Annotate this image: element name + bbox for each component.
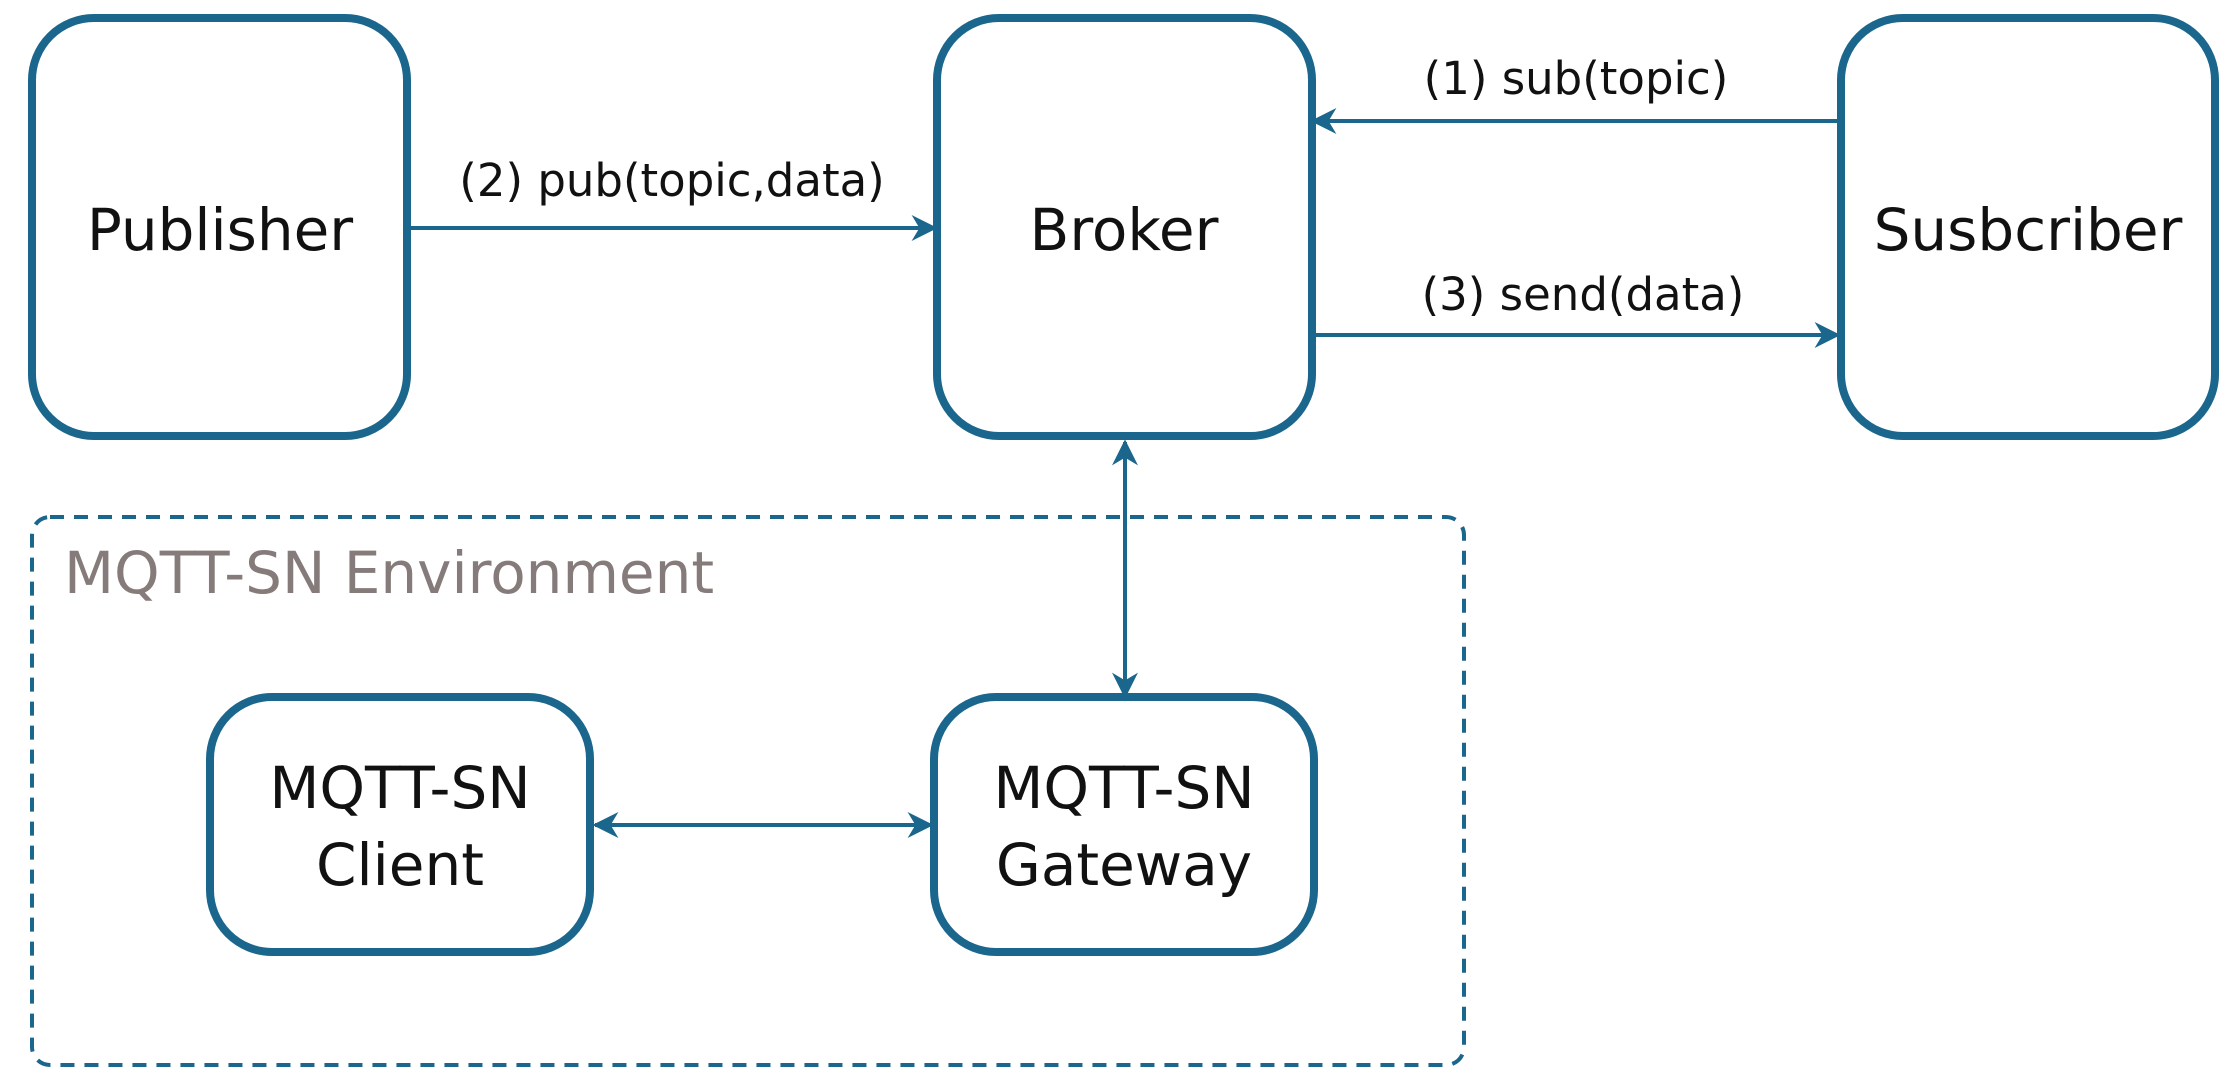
client-box (206, 693, 594, 956)
send-label: (3) send(data) (1422, 268, 1745, 321)
gateway-label-line1: MQTT-SN (993, 754, 1254, 822)
sub-label: (1) sub(topic) (1424, 52, 1729, 105)
subscriber-node: Susbcriber (1837, 14, 2219, 440)
pub-label: (2) pub(topic,data) (459, 154, 884, 207)
gateway-label-line2: Gateway (996, 831, 1252, 899)
subscriber-box (1837, 14, 2219, 440)
client-label-line2: Client (316, 831, 484, 899)
publisher-box (28, 14, 411, 440)
broker-node: Broker (933, 14, 1316, 440)
broker-label: Broker (1030, 196, 1219, 264)
publisher-label: Publisher (87, 196, 353, 264)
mqtt-sn-client-node: MQTT-SN Client (206, 693, 594, 956)
connectors (411, 108, 1841, 838)
environment-label: MQTT-SN Environment (64, 539, 714, 607)
gateway-box (930, 693, 1318, 956)
broker-box (933, 14, 1316, 440)
client-label-line1: MQTT-SN (269, 754, 530, 822)
publisher-node: Publisher (28, 14, 411, 440)
environment-boundary (30, 515, 1466, 1067)
subscriber-label: Susbcriber (1874, 196, 2183, 264)
mqtt-sn-gateway-node: MQTT-SN Gateway (930, 693, 1318, 956)
mqtt-sn-environment: MQTT-SN Environment (30, 515, 1466, 1067)
